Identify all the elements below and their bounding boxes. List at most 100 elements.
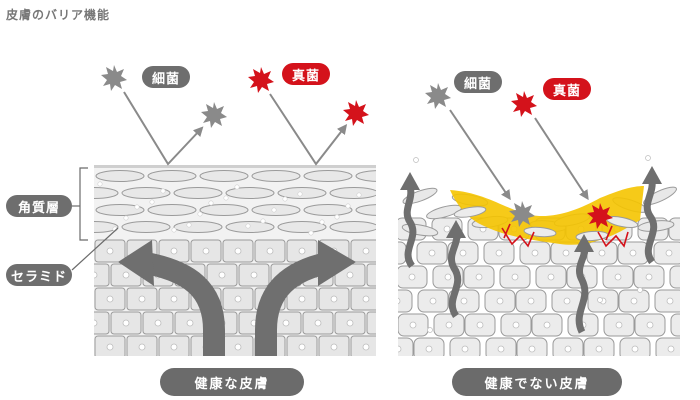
cell-nucleus xyxy=(362,295,370,303)
corneocyte xyxy=(147,170,197,182)
cell-nucleus xyxy=(547,273,555,281)
cell-nucleus xyxy=(511,273,519,281)
corneocyte xyxy=(329,221,376,233)
cell-nucleus xyxy=(528,345,536,353)
corneocyte xyxy=(94,187,119,199)
ceramide-dot xyxy=(197,211,203,217)
cell-nucleus xyxy=(475,273,483,281)
bacteria-icon xyxy=(425,83,451,109)
moisture-arrow-right xyxy=(255,251,335,356)
corneocyte xyxy=(251,170,301,182)
caption-healthy-skin: 健康な皮膚 xyxy=(160,368,304,396)
cell-nucleus xyxy=(362,247,370,255)
ceramide-dot xyxy=(223,195,229,201)
top-edge-healthy xyxy=(94,165,376,168)
caption-unhealthy-skin: 健康でない皮膚 xyxy=(452,368,622,396)
cell-nucleus xyxy=(595,345,603,353)
cell-nucleus xyxy=(362,343,370,351)
corneocyte xyxy=(173,187,223,199)
cell-nucleus xyxy=(346,271,354,279)
cell-nucleus xyxy=(683,322,689,328)
ceramide-dot xyxy=(97,181,103,187)
cell-nucleus xyxy=(94,271,98,279)
cell-nucleus xyxy=(461,345,469,353)
label-bacteria-unhealthy: 細菌 xyxy=(454,71,502,93)
cell-nucleus xyxy=(398,297,401,305)
corneocyte xyxy=(453,206,487,218)
ceramide-dot xyxy=(208,200,214,206)
cell-nucleus xyxy=(75,248,81,254)
corneocyte xyxy=(329,187,376,199)
cell-grid-healthy xyxy=(63,239,385,356)
bacteria-icon xyxy=(101,65,127,91)
ceramide-dot xyxy=(134,204,140,210)
cell-nucleus xyxy=(75,344,81,350)
cell-nucleus xyxy=(122,271,130,279)
label-bacteria-healthy: 細菌 xyxy=(142,66,190,88)
cell-nucleus xyxy=(665,249,673,257)
cell-nucleus xyxy=(298,247,306,255)
skin-cell xyxy=(655,337,680,356)
cell-nucleus xyxy=(425,345,433,353)
cell-nucleus xyxy=(630,297,638,305)
cell-nucleus xyxy=(388,250,394,256)
ceramide-dot xyxy=(427,327,433,333)
cell-nucleus xyxy=(562,249,570,257)
cell-nucleus xyxy=(443,225,451,233)
cell-nucleus xyxy=(346,319,354,327)
cell-nucleus xyxy=(170,295,178,303)
stratum-corneum-layer-healthy xyxy=(94,170,376,236)
corneocyte xyxy=(121,187,171,199)
label-stratum-corneum: 角質層 xyxy=(6,195,72,217)
cell-nucleus xyxy=(94,319,98,327)
skin-cell xyxy=(63,288,93,310)
fungi-icon xyxy=(511,91,537,117)
ceramide-dot xyxy=(637,287,643,293)
cell-nucleus xyxy=(106,343,114,351)
corneocyte xyxy=(303,204,353,216)
cell-nucleus xyxy=(512,321,520,329)
skin-cell xyxy=(366,263,376,287)
cell-nucleus xyxy=(379,272,385,278)
skin-cell xyxy=(668,217,680,241)
corneocyte xyxy=(147,204,197,216)
fungi-deflect-path xyxy=(269,93,348,166)
fungi-icon xyxy=(248,67,274,93)
cell-nucleus xyxy=(681,226,687,232)
corneocyte xyxy=(199,204,249,216)
moisture-loss-arrows xyxy=(403,179,658,334)
cell-nucleus xyxy=(444,273,452,281)
cell-nucleus xyxy=(476,321,484,329)
skin-cell xyxy=(669,265,680,289)
cell-nucleus xyxy=(266,247,274,255)
diagram-title: 皮膚のバリア機能 xyxy=(6,8,111,22)
moisture-arrow-left xyxy=(138,251,225,356)
label-fungi-healthy: 真菌 xyxy=(282,63,330,85)
ceramide-dot xyxy=(356,192,362,198)
cell-nucleus xyxy=(218,271,226,279)
cell-nucleus xyxy=(122,319,130,327)
cell-nucleus xyxy=(234,343,242,351)
cell-nucleus xyxy=(186,319,194,327)
corneocyte xyxy=(94,221,119,233)
corneocyte xyxy=(199,170,249,182)
label-ceramide: セラミド xyxy=(6,264,72,286)
corneum-bracket xyxy=(79,167,88,241)
cell-nucleus xyxy=(429,297,437,305)
cell-nucleus xyxy=(614,273,622,281)
corneocyte xyxy=(355,204,376,216)
cell-nucleus xyxy=(170,343,178,351)
cell-nucleus xyxy=(682,274,688,280)
cell-nucleus xyxy=(496,297,504,305)
cell-nucleus xyxy=(564,345,572,353)
cell-nucleus xyxy=(282,319,290,327)
cell-nucleus xyxy=(314,319,322,327)
ceramide-dot xyxy=(319,219,325,225)
skin-cell xyxy=(690,242,700,264)
skin-cell xyxy=(366,311,376,335)
ceramide-dot xyxy=(413,157,419,163)
cell-nucleus xyxy=(527,297,535,305)
cell-nucleus xyxy=(428,249,436,257)
